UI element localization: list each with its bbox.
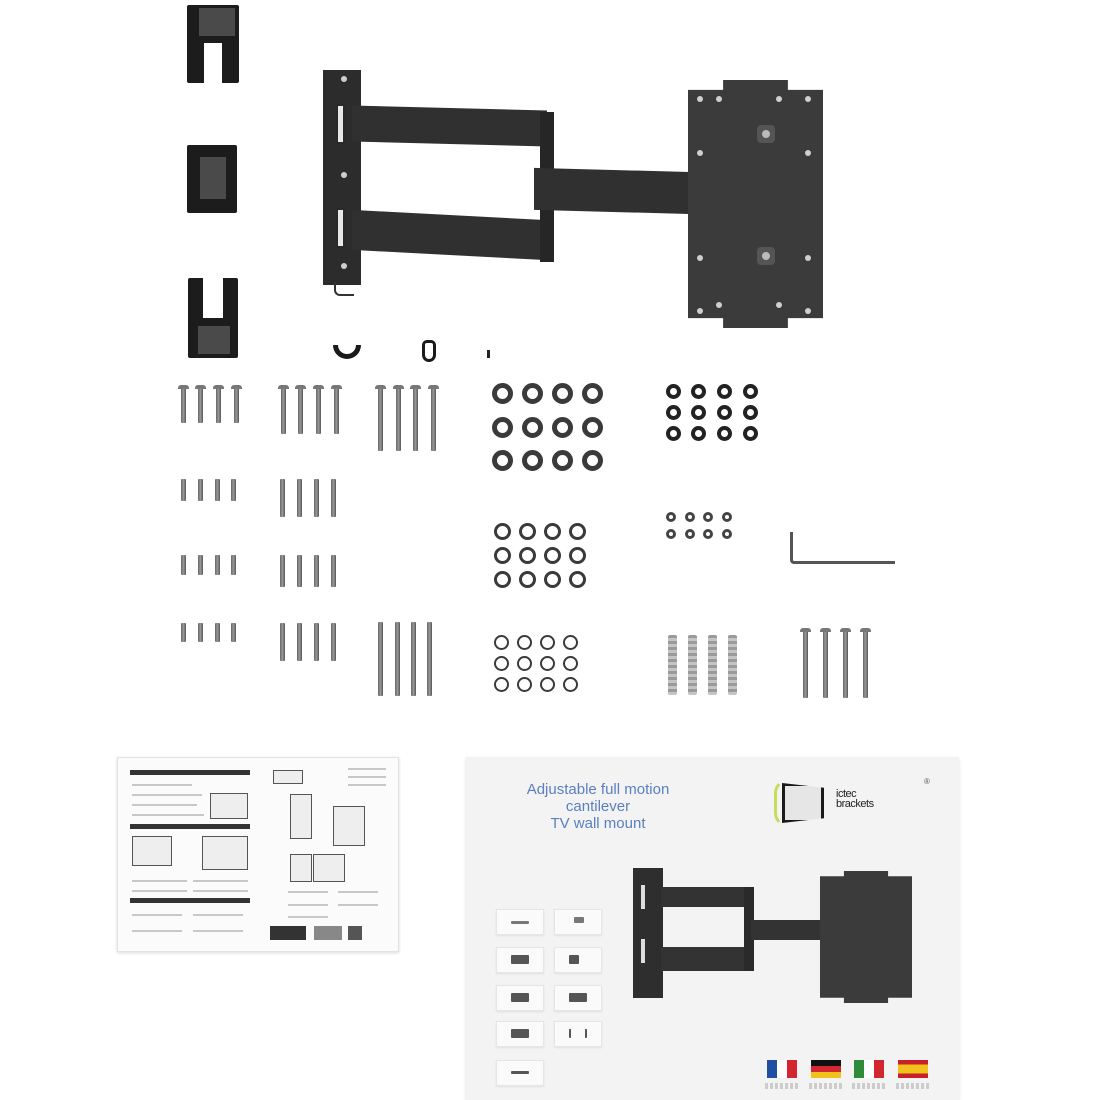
- wall-plate-hole: [341, 263, 347, 269]
- instruction-manual: [117, 757, 399, 952]
- brand-name-line1: ictec: [836, 788, 857, 800]
- vesa-hole: [716, 96, 722, 102]
- allen-key-icon: [790, 532, 895, 564]
- vesa-hole: [697, 96, 703, 102]
- arm-lower: [352, 209, 547, 261]
- vesa-hole: [805, 150, 811, 156]
- hinge-top: [336, 104, 345, 144]
- cable-clip-middle: [187, 145, 237, 213]
- flag-germany: [811, 1060, 841, 1078]
- vesa-hole: [716, 302, 722, 308]
- brand-logo: ictec brackets ®: [774, 777, 934, 827]
- brand-tv-icon: [782, 783, 824, 823]
- vesa-hole: [697, 255, 703, 261]
- tilt-knob-upper: [757, 125, 775, 143]
- vesa-hole: [697, 308, 703, 314]
- retail-box: Adjustable full motion cantilever TV wal…: [466, 757, 959, 1100]
- vesa-hole: [805, 308, 811, 314]
- hook-part-icon: [333, 345, 361, 359]
- box-tv-plate: [820, 871, 912, 1003]
- flag-spain: [898, 1060, 928, 1078]
- tilt-knob-lower: [757, 247, 775, 265]
- brand-bracket-icon: [774, 779, 834, 827]
- wall-plate-hole: [341, 76, 347, 82]
- flag-italy: [854, 1060, 884, 1078]
- brand-name-line2: brackets: [836, 798, 874, 810]
- arm-extension: [534, 167, 694, 215]
- wall-plate-hook-icon: [334, 282, 354, 296]
- cable-clip-bottom: [188, 278, 238, 358]
- tv-plate: [688, 80, 823, 328]
- wall-plate-hole: [341, 172, 347, 178]
- vesa-hole: [776, 302, 782, 308]
- hinge-bottom: [336, 208, 345, 248]
- flag-france: [767, 1060, 797, 1078]
- vesa-hole: [805, 255, 811, 261]
- vesa-hole: [776, 96, 782, 102]
- box-title: Adjustable full motion cantilever TV wal…: [526, 781, 670, 832]
- pin-icon: [487, 350, 490, 358]
- vesa-hole: [697, 150, 703, 156]
- ring-clip-icon: [422, 340, 436, 362]
- cable-clip-top: [187, 5, 239, 85]
- registered-mark: ®: [924, 777, 930, 786]
- vesa-hole: [805, 96, 811, 102]
- arm-upper: [352, 105, 547, 147]
